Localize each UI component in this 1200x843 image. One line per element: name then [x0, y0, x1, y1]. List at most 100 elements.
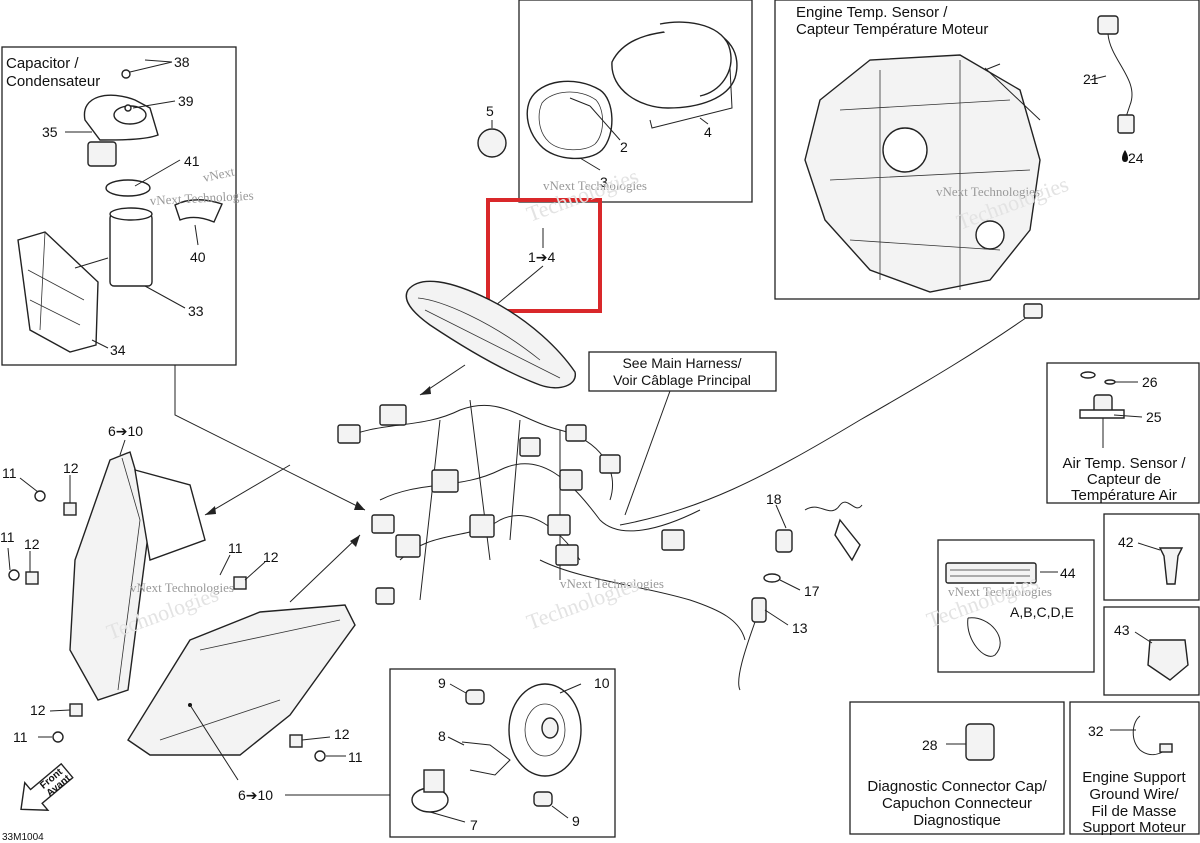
capacitor-top [109, 207, 153, 221]
harness-connector-g [469, 514, 495, 538]
label-12c: 12 [263, 549, 279, 565]
label-40: 40 [190, 249, 206, 265]
engine-temp-wire [1107, 33, 1133, 121]
harness-connector-h [519, 437, 541, 457]
figure-code: 33M1004 [2, 832, 44, 843]
label-3: 3 [600, 174, 608, 190]
label-4: 4 [704, 124, 712, 140]
clip-12b [25, 571, 39, 585]
engine-details [829, 60, 1031, 290]
engine-temp-title-line2: Capteur Température Moteur [796, 21, 988, 38]
label-11a: 11 [2, 465, 17, 481]
label-26: 26 [1142, 374, 1158, 390]
harness-connector-f [431, 469, 459, 493]
label-9b: 9 [572, 813, 580, 829]
label-10: 10 [594, 675, 610, 691]
main-harness-assembly [174, 67, 1043, 641]
screw-38 [121, 69, 131, 79]
adhesive-box [937, 539, 1095, 673]
bulb-cap-9b [533, 791, 553, 807]
label-21: 21 [1083, 71, 1099, 87]
main-harness-callout: See Main Harness/ Voir Câblage Principal [588, 351, 777, 516]
harness-connector-a [337, 424, 361, 444]
watermark-1b: vNext Technologies [149, 188, 254, 208]
gauge-screw-2 [569, 97, 591, 107]
dess-post-13 [751, 597, 767, 623]
label-7: 7 [470, 817, 478, 833]
label-11d: 11 [13, 729, 28, 745]
harness-connector-e [375, 587, 395, 605]
highlight-gauge-assembly: 1➔4 [486, 198, 602, 313]
label-13: 13 [792, 620, 808, 636]
screw-11d [52, 731, 64, 743]
label-38: 38 [174, 54, 190, 70]
gauge-assembly [405, 280, 576, 389]
screw-11a [34, 490, 46, 502]
headlamp-left: 6➔10 11 12 11 12 11 12 12 11 [0, 423, 291, 745]
label-9a: 9 [438, 675, 446, 691]
gauge-panel: 5 2 3 4 [477, 0, 753, 203]
cable-tie [967, 617, 1001, 657]
gauge-bezel-3 [526, 80, 613, 160]
highlight-label: 1➔4 [528, 249, 556, 265]
harness-connector-i [559, 469, 583, 491]
tether-clip [834, 518, 861, 562]
diagnostic-line3: Diagnostique [913, 812, 1001, 829]
capacitor-sleeve-40 [174, 199, 223, 223]
spring-clip-8 [461, 741, 511, 776]
engine-pulley [882, 127, 928, 173]
gauge-knob-5 [477, 128, 507, 158]
bulb-panel: 9 10 8 7 9 [389, 668, 616, 838]
label-33: 33 [188, 303, 204, 319]
engine-temp-title-line1: Engine Temp. Sensor / [796, 4, 948, 21]
highlight-box [486, 198, 602, 313]
label-12b: 12 [24, 536, 40, 552]
headlamp-right-housing [127, 604, 356, 756]
air-temp-box [1046, 362, 1200, 504]
harness-connector-k [555, 544, 579, 566]
capacitor-title-line1: Capacitor / [6, 55, 79, 72]
ground-line3: Fil de Masse [1091, 803, 1176, 820]
watermark-1a: vNext [202, 164, 237, 185]
harness-connector-b [379, 404, 407, 426]
label-12d: 12 [30, 702, 46, 718]
label-8: 8 [438, 728, 446, 744]
harness-connector-c [371, 514, 395, 534]
harness-connector-n [661, 529, 685, 551]
label-5: 5 [486, 103, 494, 119]
harness-connector-l [565, 424, 587, 442]
label-42: 42 [1118, 534, 1134, 550]
main-harness-line1: See Main Harness/ [622, 355, 741, 371]
watermark-6: vNext Technologies [948, 584, 1052, 599]
clip-12e [289, 734, 303, 748]
label-18: 18 [766, 491, 782, 507]
label-28: 28 [922, 737, 938, 753]
air-temp-line1: Air Temp. Sensor / [1062, 455, 1186, 472]
watermark-4: vNext Technologies [130, 580, 234, 595]
capacitor-connector [87, 141, 117, 167]
diagnostic-line1: Diagnostic Connector Cap/ [867, 778, 1047, 795]
air-temp-line2: Capteur de [1087, 471, 1161, 488]
thread-lock-icon [1122, 150, 1128, 162]
gauge-cover [659, 21, 732, 97]
ground-wire-32 [1132, 715, 1167, 756]
harness-connector-j [547, 514, 571, 536]
headlamp-right: 6➔10 12 11 [127, 534, 390, 803]
label-41: 41 [184, 153, 200, 169]
ground-line4: Support Moteur [1082, 819, 1185, 836]
ground-line2: Ground Wire/ [1089, 786, 1179, 803]
ground-wire-panel: 32 Engine Support Ground Wire/ Fil de Ma… [1069, 701, 1200, 836]
diagnostic-cap-28 [965, 723, 995, 761]
diagnostic-cap-box [849, 701, 1065, 835]
label-12e: 12 [334, 726, 350, 742]
engine-temp-sensor-21 [1117, 114, 1135, 134]
main-harness-box [588, 351, 777, 392]
tether-assembly: 18 17 13 [738, 491, 863, 691]
air-temp-harness-connector [1023, 303, 1043, 319]
engine-temp-panel: Engine Temp. Sensor / Capteur Températur… [774, 0, 1200, 300]
washer-17 [763, 573, 781, 583]
label-44: 44 [1060, 565, 1076, 581]
label-32: 32 [1088, 723, 1104, 739]
capacitor-plate-41 [105, 179, 151, 197]
